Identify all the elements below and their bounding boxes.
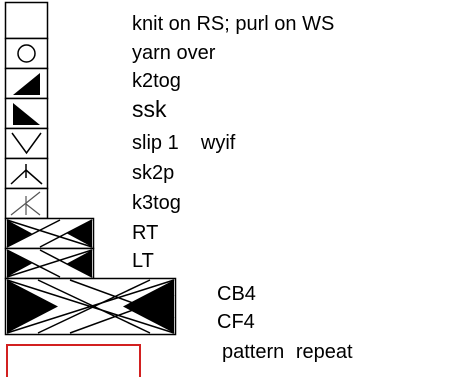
label-cb4: CB4: [217, 283, 256, 305]
lt-cable-icon: [4, 247, 95, 280]
sk2p-icon: [4, 157, 49, 190]
label-k2tog: k2tog: [132, 70, 181, 92]
rt-cable-icon: [4, 217, 95, 250]
label-lt: LT: [132, 250, 154, 272]
label-cf4: CF4: [217, 311, 255, 333]
knit-symbol-icon: [4, 1, 49, 40]
ssk-icon: [4, 97, 49, 130]
label-pattern-repeat: pattern repeat: [222, 341, 353, 363]
k2tog-icon: [4, 67, 49, 100]
label-rt: RT: [132, 222, 159, 244]
label-ssk: ssk: [132, 96, 167, 122]
cb4-cf4-cable-icon: [4, 277, 177, 336]
label-slip-wyif: slip 1 wyif: [132, 132, 236, 154]
pattern-repeat-box-icon: [6, 344, 141, 377]
yarn-over-icon: [4, 37, 49, 70]
label-sk2p: sk2p: [132, 162, 175, 184]
label-yarn-over: yarn over: [132, 42, 216, 64]
k3tog-icon: [4, 187, 49, 220]
label-k3tog: k3tog: [132, 192, 181, 214]
label-knit: knit on RS; purl on WS: [132, 13, 335, 35]
slip-wyif-icon: [4, 127, 49, 160]
